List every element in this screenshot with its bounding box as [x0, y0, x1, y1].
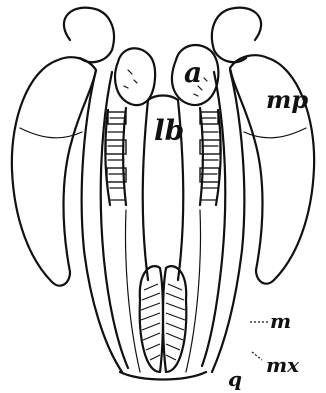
label-q: q — [228, 367, 242, 391]
left-antenna-lobe — [115, 48, 155, 105]
label-mx: mx — [266, 353, 300, 377]
left-segmented-appendage — [105, 108, 126, 205]
label-m: m — [270, 309, 291, 333]
right-maxilla — [202, 70, 244, 372]
label-lb: lb — [154, 114, 184, 147]
head-outline — [64, 8, 261, 63]
hatched-lobes — [120, 266, 206, 379]
right-segmented-appendage — [200, 108, 221, 205]
label-mp: mp — [266, 85, 308, 114]
left-maxilla — [82, 70, 128, 372]
label-a: a — [184, 56, 202, 89]
